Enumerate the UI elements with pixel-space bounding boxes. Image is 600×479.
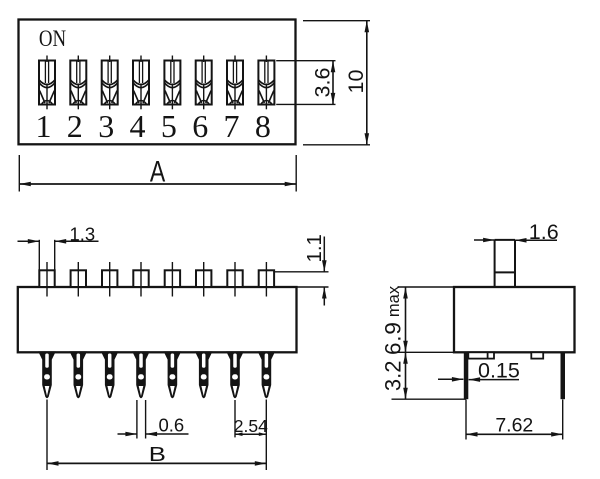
svg-text:10: 10 <box>344 70 368 94</box>
svg-text:3.2: 3.2 <box>381 361 406 392</box>
svg-text:max: max <box>385 285 403 317</box>
svg-text:ON: ON <box>39 25 66 51</box>
svg-text:6: 6 <box>192 108 208 144</box>
svg-text:B: B <box>149 442 166 465</box>
svg-text:2: 2 <box>67 108 83 144</box>
svg-text:5: 5 <box>161 108 177 144</box>
svg-text:3.6: 3.6 <box>311 68 335 98</box>
svg-text:7: 7 <box>224 108 240 144</box>
svg-text:4: 4 <box>130 108 146 144</box>
svg-text:6.9: 6.9 <box>381 321 406 355</box>
svg-text:0.6: 0.6 <box>159 415 185 436</box>
svg-text:2.54: 2.54 <box>234 416 268 436</box>
svg-text:3: 3 <box>98 108 114 144</box>
svg-text:8: 8 <box>255 108 271 144</box>
svg-text:7.62: 7.62 <box>495 415 533 437</box>
svg-text:1.3: 1.3 <box>70 223 96 244</box>
svg-text:1: 1 <box>36 108 52 144</box>
svg-text:A: A <box>150 155 166 188</box>
svg-text:1.1: 1.1 <box>303 234 326 262</box>
svg-text:0.15: 0.15 <box>478 359 520 383</box>
svg-text:1.6: 1.6 <box>529 220 559 244</box>
